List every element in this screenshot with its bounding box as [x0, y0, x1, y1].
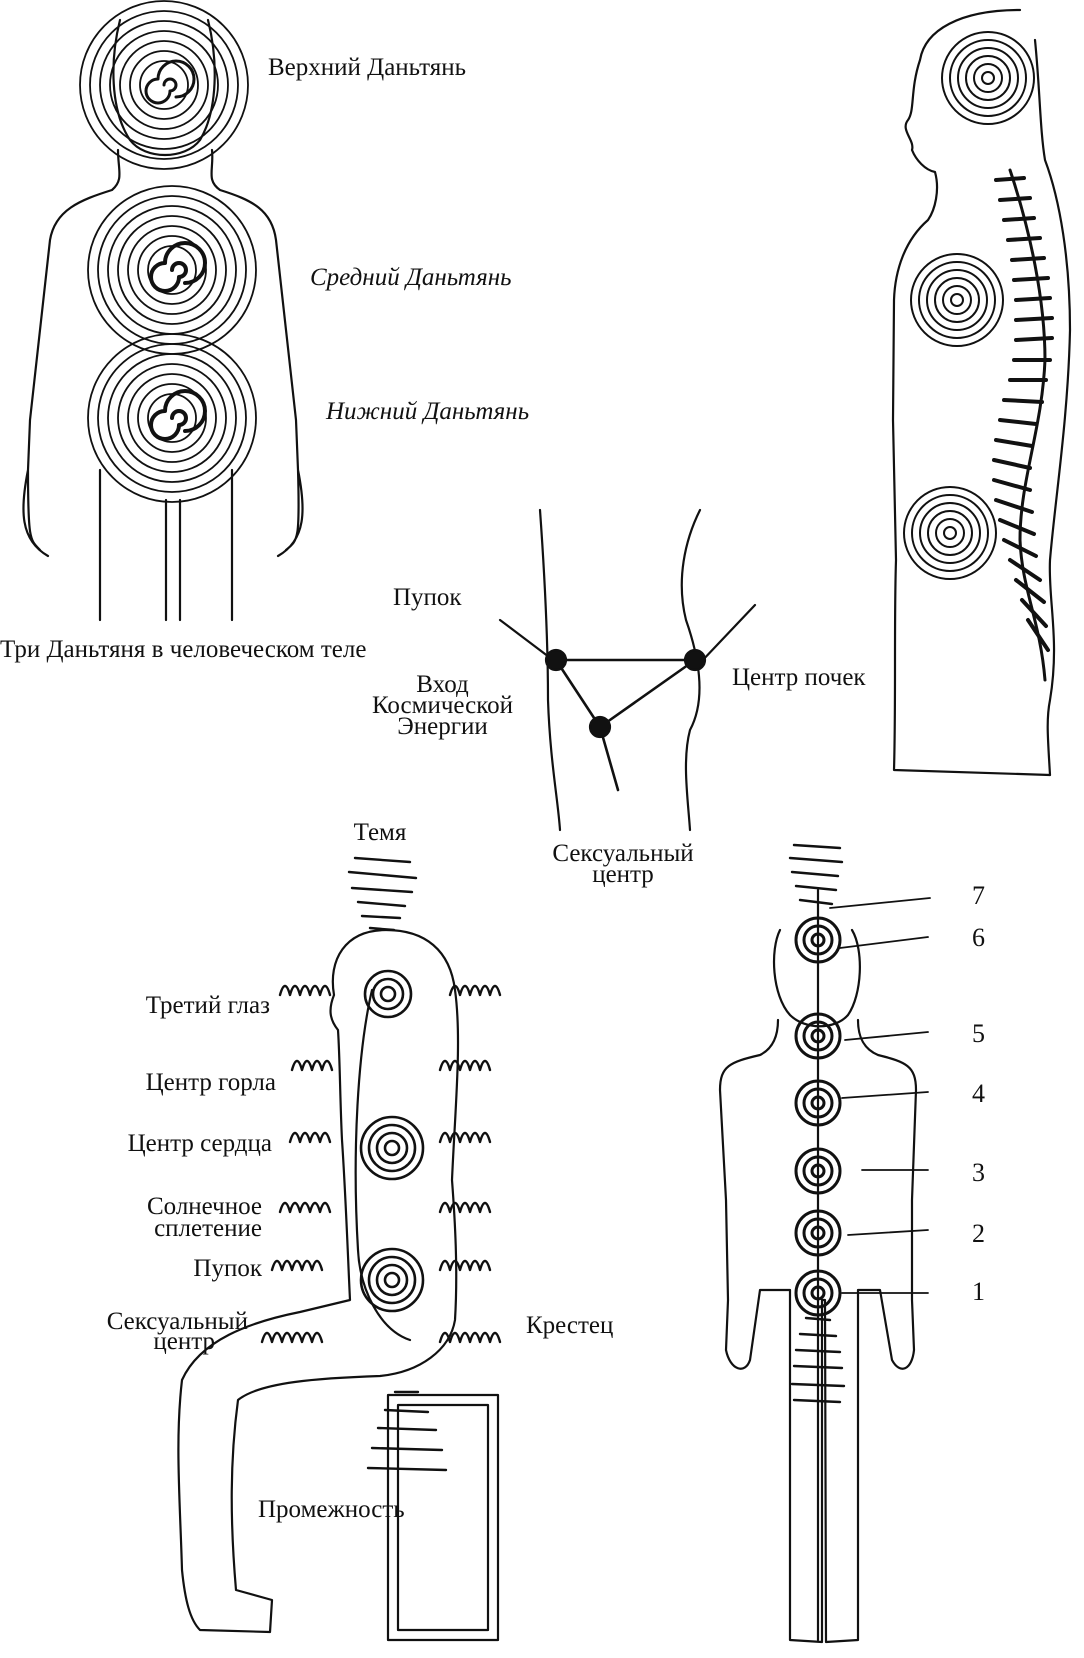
triangle-edges: [554, 658, 697, 792]
seated-head-spiral: [363, 969, 413, 1019]
label-third-eye: Третий глаз: [145, 992, 270, 1019]
figure-standing-seven-chakras: [718, 843, 931, 1644]
chakra-number-5: 5: [972, 1019, 985, 1048]
label-sexual-center-2: центр: [592, 861, 654, 888]
standing-chakra-spirals: [794, 916, 842, 1317]
lower-dantian-rings: [87, 333, 257, 503]
label-navel: Пупок: [393, 584, 462, 611]
spine-vertebrae: [992, 176, 1054, 652]
standing-body-outline: [718, 1018, 918, 1644]
label-seated-navel: Пупок: [193, 1255, 262, 1282]
chakra-leader-lines: [829, 897, 931, 1294]
chakra-number-2: 2: [972, 1219, 985, 1248]
label-solar-plexus-2: сплетение: [154, 1215, 262, 1242]
seated-body-outline: [177, 928, 460, 1634]
seated-navel-spiral: [359, 1247, 425, 1313]
upper-dantian-spiral: [144, 59, 196, 105]
seat-box: [386, 1393, 500, 1642]
side-body-outline: [891, 8, 1052, 777]
figure-seated-chakras: [177, 856, 502, 1642]
navel-point: [544, 648, 568, 672]
label-seated-sexual-center-1: Сексуальный: [106, 1308, 248, 1335]
figure-front-three-dantians: [22, 0, 304, 622]
seated-side-coils: [260, 984, 502, 1344]
kidney-leader-line: [698, 603, 757, 665]
label-cosmic-energy-3: Энергии: [397, 713, 488, 740]
chakra-number-7: 7: [972, 881, 985, 910]
front-head-outline: [112, 18, 216, 157]
label-solar-plexus-1: Солнечное: [146, 1193, 262, 1220]
standing-head-outline: [772, 928, 861, 1028]
seated-spine-channel: [354, 988, 412, 1342]
standing-base-coil: [790, 1316, 846, 1404]
side-spiral-belly: [903, 486, 997, 580]
label-perineum: Промежность: [258, 1496, 405, 1523]
figure-triangle-points: [498, 508, 757, 832]
label-crown: Темя: [353, 819, 407, 846]
label-upper-dantian: Верхний Даньтянь: [268, 54, 467, 81]
navel-leader-line: [498, 618, 555, 662]
side-back-outline: [1033, 38, 1072, 777]
triangle-right-contour: [680, 508, 702, 832]
perineum-coil: [366, 1390, 448, 1472]
kidney-point: [683, 648, 707, 672]
label-kidney-center: Центр почек: [732, 664, 866, 691]
chakra-number-6: 6: [972, 923, 985, 952]
front-body-outline: [22, 148, 304, 622]
label-sexual-center-1: Сексуальный: [552, 840, 694, 867]
crown-coil: [347, 856, 418, 932]
side-spiral-head: [941, 31, 1035, 125]
label-cosmic-energy-2: Космической: [372, 692, 513, 719]
label-throat-center: Центр горла: [145, 1069, 276, 1096]
label-lower-dantian: Нижний Даньтянь: [326, 398, 530, 425]
label-middle-dantian: Средний Даньтянь: [310, 264, 512, 291]
side-spiral-chest: [910, 253, 1004, 347]
caption-three-dantians: Три Даньтяня в человеческом теле: [0, 636, 367, 663]
seat-box-inner: [396, 1403, 490, 1632]
label-cosmic-energy-1: Вход: [416, 671, 469, 698]
label-seated-sexual-center-2: центр: [153, 1328, 215, 1355]
label-sacrum: Крестец: [526, 1312, 614, 1339]
cosmic-energy-point: [588, 715, 612, 739]
label-heart-center: Центр сердца: [127, 1130, 272, 1157]
upper-dantian-rings: [79, 0, 249, 170]
lower-dantian-spiral: [149, 389, 207, 441]
chakra-number-1: 1: [972, 1277, 985, 1306]
middle-dantian-spiral: [149, 241, 207, 293]
chakra-number-4: 4: [972, 1079, 985, 1108]
chakra-number-3: 3: [972, 1158, 985, 1187]
figure-side-spine: [891, 8, 1072, 777]
seated-heart-spiral: [359, 1115, 425, 1181]
triangle-left-contour: [538, 508, 562, 832]
standing-crown-coil: [788, 843, 844, 906]
